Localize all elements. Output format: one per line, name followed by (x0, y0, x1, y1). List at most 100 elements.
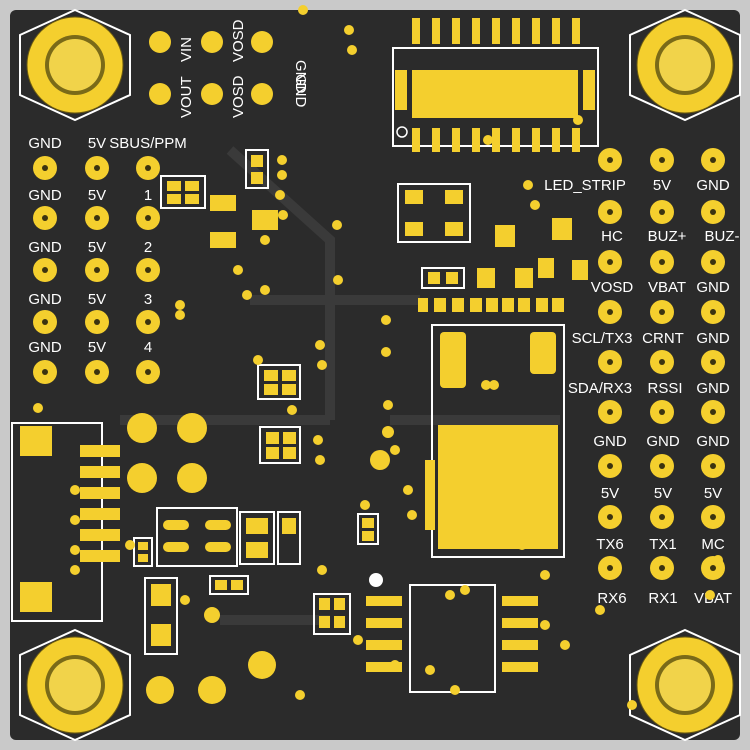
usb-connector (11, 422, 120, 622)
via-21 (407, 510, 417, 520)
via-4 (277, 170, 287, 180)
right-header-labels: LED_STRIPHCVOSDSCL/TX3SDA/RX3GND5VTX6RX6… (544, 177, 739, 607)
via-44 (560, 640, 570, 650)
mount-hole-bottom-left (19, 628, 131, 742)
left-label-col_sig-3: 3 (144, 291, 152, 308)
right-label-col2-7: TX1 (649, 536, 677, 553)
via-28 (70, 515, 80, 525)
right-label-col3-5: GND (696, 433, 730, 450)
right-label-col1-3: SCL/TX3 (572, 330, 633, 347)
via-23 (313, 435, 323, 445)
right-label-col2-8: RX1 (648, 590, 677, 607)
via-35 (353, 635, 363, 645)
via-22 (360, 500, 370, 510)
bottom-components (133, 507, 538, 693)
via-34 (317, 565, 327, 575)
via-7 (260, 235, 270, 245)
via-24 (315, 455, 325, 465)
via-31 (125, 540, 135, 550)
right-label-col3-3: GND (696, 330, 730, 347)
via-56 (713, 555, 723, 565)
via-27 (70, 485, 80, 495)
left-header-pins (33, 156, 160, 384)
label-vosd-top: VOSD (230, 19, 247, 62)
via-26 (33, 403, 43, 413)
left-label-col_5v-0: 5V (88, 135, 106, 152)
via-54 (595, 605, 605, 615)
right-label-col2-4: RSSI (647, 380, 682, 397)
right-label-col3-6: 5V (704, 485, 722, 502)
left-label-col_5v-4: 5V (88, 339, 106, 356)
via-33 (295, 690, 305, 700)
via-1 (347, 45, 357, 55)
via-42 (540, 570, 550, 580)
via-5 (275, 190, 285, 200)
via-15 (317, 360, 327, 370)
via-12 (332, 220, 342, 230)
via-14 (315, 340, 325, 350)
via-38 (450, 685, 460, 695)
top-power-pads (149, 31, 273, 105)
label-vin: VIN (178, 37, 195, 62)
via-55 (705, 590, 715, 600)
through-hole-pads (127, 413, 394, 704)
via-51 (483, 135, 493, 145)
via-43 (540, 620, 550, 630)
via-25 (287, 405, 297, 415)
via-48 (573, 115, 583, 125)
right-label-col1-1: HC (601, 228, 623, 245)
pcb-substrate (10, 10, 740, 740)
left-label-col_gnd-2: GND (28, 239, 62, 256)
left-label-col_sig-4: 4 (144, 339, 152, 356)
left-label-col_5v-2: 5V (88, 239, 106, 256)
right-label-col2-1: BUZ+ (648, 228, 687, 245)
label-vosd-bottom: VOSD (230, 75, 247, 118)
via-49 (523, 180, 533, 190)
via-36 (390, 660, 400, 670)
left-label-col_5v-3: 5V (88, 291, 106, 308)
label-gnd-bottom: GND (292, 74, 309, 108)
via-8 (260, 285, 270, 295)
right-label-col3-4: GND (696, 380, 730, 397)
mount-hole-bottom-right (629, 628, 741, 742)
via-37 (425, 665, 435, 675)
label-gnd-top: GND (292, 60, 309, 94)
via-17 (381, 347, 391, 357)
left-label-col_gnd-4: GND (28, 339, 62, 356)
via-16 (381, 315, 391, 325)
via-50 (530, 200, 540, 210)
via-52 (489, 380, 499, 390)
left-label-col_gnd-3: GND (28, 291, 62, 308)
left-label-col_gnd-0: GND (28, 135, 62, 152)
via-11 (175, 310, 185, 320)
left-label-col_sig-2: 2 (144, 239, 152, 256)
via-10 (175, 300, 185, 310)
right-label-col2-0: 5V (653, 177, 671, 194)
right-label-col3-0: GND (696, 177, 730, 194)
right-label-col2-3: CRNT (642, 330, 684, 347)
via-2 (298, 5, 308, 15)
right-label-col3-1: BUZ- (705, 228, 740, 245)
top-power-labels: VIN VOSD GND VOUT VOSD GND (178, 19, 309, 118)
via-6 (278, 210, 288, 220)
smd-components (160, 149, 588, 464)
right-label-col1-2: VOSD (591, 279, 634, 296)
label-vout: VOUT (178, 76, 195, 118)
left-label-col_5v-1: 5V (88, 187, 106, 204)
right-label-col2-2: VBAT (648, 279, 686, 296)
right-label-col1-4: SDA/RX3 (568, 380, 632, 397)
via-39 (460, 585, 470, 595)
right-label-col3-2: GND (696, 279, 730, 296)
mount-hole-top-left (19, 8, 131, 122)
right-label-col3-7: MC (701, 536, 724, 553)
via-53 (481, 380, 491, 390)
via-40 (445, 590, 455, 600)
via-9 (242, 290, 252, 300)
right-header-pins (598, 148, 725, 580)
right-label-col1-6: 5V (601, 485, 619, 502)
right-label-col1-7: TX6 (596, 536, 624, 553)
vias (33, 5, 723, 710)
right-label-col2-6: 5V (654, 485, 672, 502)
